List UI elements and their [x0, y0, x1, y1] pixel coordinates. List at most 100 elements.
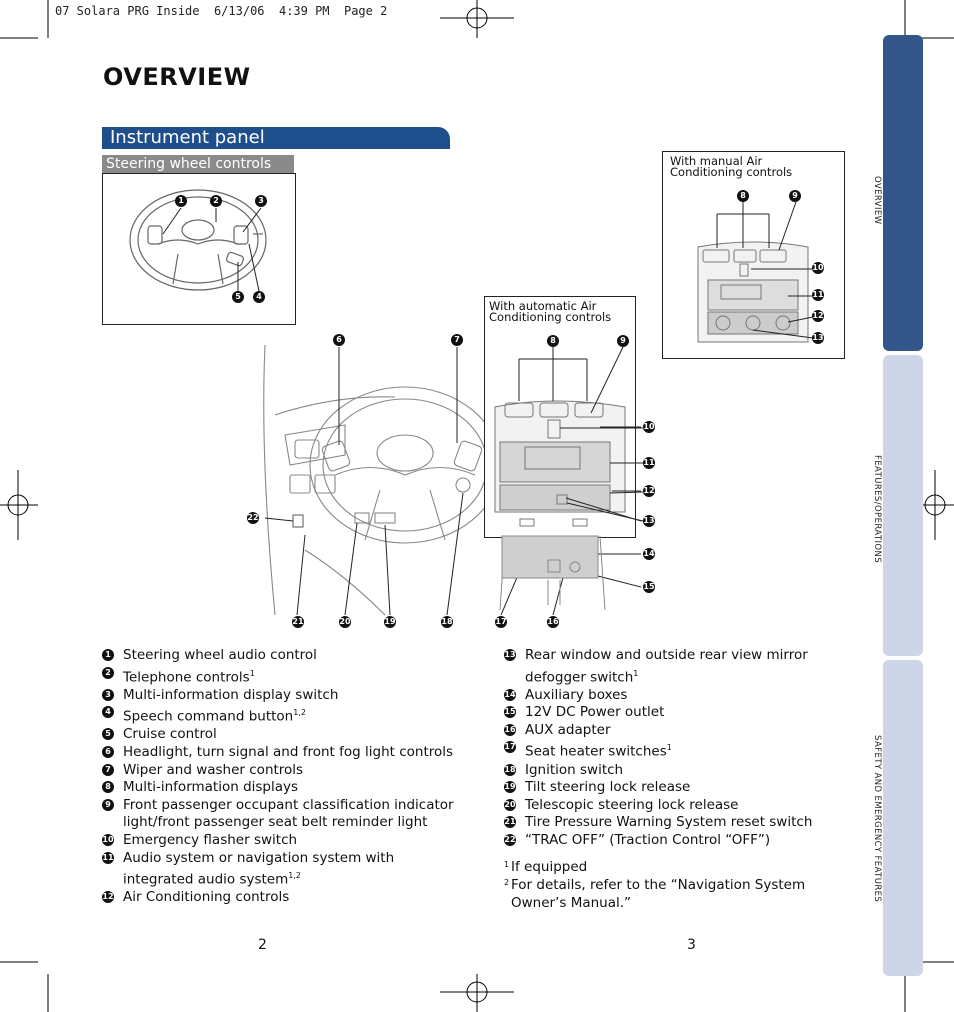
- legend-number: 14: [504, 688, 516, 701]
- dash-callout-17: 17: [495, 616, 507, 628]
- legend-text: Telescopic steering lock release: [525, 796, 739, 813]
- legend-number: 13: [504, 649, 516, 661]
- footnote-mark: 1: [504, 859, 510, 869]
- dash-callout-22: 22: [247, 512, 259, 524]
- registration-mark-left: [0, 470, 38, 540]
- legend-number: 15: [504, 706, 516, 719]
- legend-sup: 1,2: [288, 871, 301, 881]
- legend-text: Multi-information display switch: [123, 686, 339, 703]
- auto-ac-label: With automatic Air Conditioning controls: [489, 299, 612, 324]
- dash-callout-6: 6: [333, 334, 345, 346]
- legend-item: 19 Tilt steering lock release: [504, 779, 824, 797]
- legend-item: 10 Emergency flasher switch: [102, 832, 462, 850]
- steering-wheel-illustration: [129, 189, 267, 292]
- manual-callout-11: 11: [812, 289, 824, 301]
- legend-right: 13 Rear window and outside rear view mirr…: [504, 647, 824, 912]
- legend-number: 6: [102, 745, 114, 758]
- legend-item: 21 Tire Pressure Warning System reset swi…: [504, 814, 824, 832]
- page-number-left: 2: [258, 937, 267, 953]
- tab-overview[interactable]: [883, 35, 923, 351]
- legend-number: 20: [504, 798, 516, 811]
- legend-number: 3: [102, 688, 114, 701]
- legend-text: Tilt steering lock release: [525, 779, 691, 796]
- legend-number: 4: [102, 706, 114, 719]
- legend-text: Steering wheel audio control: [123, 647, 317, 663]
- manual-callout-10: 10: [812, 262, 824, 274]
- auto-callout-15: 15: [643, 581, 655, 593]
- legend-item: 20 Telescopic steering lock release: [504, 797, 824, 815]
- auto-callout-11: 11: [643, 457, 655, 469]
- legend-item: 15 12V DC Power outlet: [504, 704, 824, 722]
- footnote-mark: 2: [504, 877, 510, 887]
- footnote-text: If equipped: [511, 858, 588, 875]
- manual-callout-8: 8: [737, 190, 749, 202]
- legend-sup: 1: [249, 668, 255, 678]
- manual-ac-illustration: [697, 201, 814, 343]
- legend-text: Ignition switch: [525, 761, 624, 778]
- manual-ac-diagram: With manual Air Conditioning controls 8 …: [662, 151, 845, 359]
- registration-mark-top: [440, 0, 514, 38]
- dash-callout-7: 7: [451, 334, 463, 346]
- legend-text: Front passenger occupant classification …: [123, 796, 454, 831]
- legend-text: Headlight, turn signal and front fog lig…: [123, 743, 454, 760]
- legend-text: Emergency flasher switch: [123, 831, 298, 848]
- callout-3: 3: [255, 195, 267, 207]
- dash-callout-21: 21: [292, 616, 304, 628]
- legend-number: 21: [504, 816, 516, 829]
- legend-number: 8: [102, 781, 114, 794]
- legend-number: 17: [504, 741, 516, 754]
- auto-callout-12: 12: [643, 485, 655, 497]
- tab-features-operations[interactable]: [883, 355, 923, 656]
- auto-ac-diagram: With automatic Air Conditioning controls…: [484, 296, 644, 538]
- auto-callout-9: 9: [617, 335, 629, 347]
- legend-text: AUX adapter: [525, 721, 611, 738]
- tab-safety-emergency[interactable]: [883, 660, 923, 976]
- legend-number: 22: [504, 833, 516, 846]
- legend-number: 11: [102, 851, 114, 864]
- tab-overview-label: OVERVIEW: [872, 176, 882, 225]
- legend-text: 12V DC Power outlet: [525, 704, 665, 721]
- callout-4: 4: [253, 291, 265, 303]
- dash-callout-20: 20: [339, 616, 351, 628]
- section-title: Instrument panel: [102, 127, 450, 149]
- legend-number: 1: [102, 649, 114, 661]
- legend-text: Telephone controls: [123, 669, 250, 686]
- legend-number: 5: [102, 728, 114, 741]
- manual-callout-13: 13: [812, 332, 824, 344]
- legend-text: Tire Pressure Warning System reset switc…: [525, 814, 813, 831]
- legend-text: Seat heater switches: [525, 743, 667, 760]
- legend-number: 10: [102, 833, 114, 846]
- print-slug: 07 Solara PRG Inside 6/13/06 4:39 PM Pag…: [55, 4, 388, 18]
- footnote-text: For details, refer to the “Navigation Sy…: [511, 876, 806, 911]
- legend-item: 3 Multi-information display switch: [102, 687, 462, 705]
- legend-item: 13 Rear window and outside rear view mirr…: [504, 647, 824, 687]
- legend-sup: 1: [666, 743, 672, 753]
- legend-number: 2: [102, 666, 114, 679]
- legend-number: 12: [102, 891, 114, 904]
- steering-wheel-diagram: 1 2 3 5 4: [102, 173, 296, 325]
- legend-item: 22“TRAC OFF” (Traction Control “OFF”): [504, 832, 824, 850]
- auto-callout-10: 10: [643, 421, 655, 433]
- legend-item: 2 Telephone controls1: [102, 665, 462, 687]
- legend-text: Speech command button: [123, 708, 294, 725]
- page-number-right: 3: [687, 937, 696, 953]
- legend-text: Rear window and outside rear view mirror…: [525, 647, 808, 686]
- legend-text: Wiper and washer controls: [123, 761, 304, 778]
- manual-callout-9: 9: [789, 190, 801, 202]
- auto-callout-8: 8: [547, 335, 559, 347]
- legend-text: Air Conditioning controls: [123, 889, 290, 906]
- legend-item: 1 Steering wheel audio control: [102, 647, 462, 665]
- legend-left: 1 Steering wheel audio control 2 Telephone…: [102, 647, 462, 907]
- callout-5: 5: [232, 291, 244, 303]
- callout-2: 2: [210, 195, 222, 207]
- legend-number: 19: [504, 781, 516, 794]
